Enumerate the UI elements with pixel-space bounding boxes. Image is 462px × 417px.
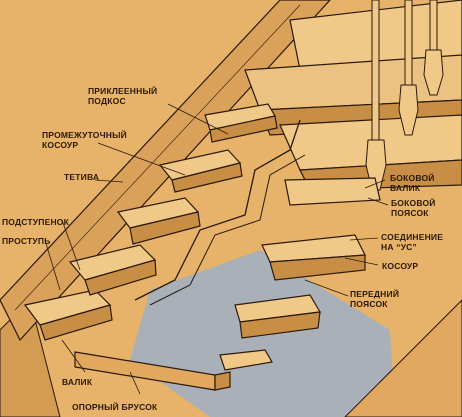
label-peredny-poyasok-line2: ПОЯСОК: [350, 299, 388, 309]
label-bokovoi-poyasok: БОКОВОЙ ПОЯСОК: [391, 198, 436, 218]
label-bokovoi-valik-line1: БОКОВОЙ: [390, 173, 435, 183]
right-kosour-steps: [219, 177, 381, 371]
label-soedinenie-na-us: СОЕДИНЕНИЕ НА “УС”: [381, 232, 443, 252]
label-soedinenie-na-us-line1: СОЕДИНЕНИЕ: [381, 232, 444, 242]
label-bokovoi-valik-line2: ВАЛИК: [390, 183, 421, 193]
label-podstupenok: ПОДСТУПЕНОК: [2, 217, 69, 227]
label-tetiva: ТЕТИВА: [64, 172, 99, 182]
label-podstupenok-text: ПОДСТУПЕНОК: [2, 217, 69, 227]
label-soedinenie-na-us-line2: НА “УС”: [381, 242, 417, 252]
label-prostup-text: ПРОСТУПЬ: [2, 236, 51, 246]
balusters: [365, 0, 444, 191]
label-oporny-brusok-text: ОПОРНЫЙ БРУСОК: [72, 402, 158, 412]
lower-steps: [23, 103, 278, 341]
label-prikleenny-podkos-line2: ПОДКОС: [88, 96, 126, 106]
label-kosour: КОСОУР: [382, 261, 418, 271]
label-peredny-poyasok-line1: ПЕРЕДНИЙ: [350, 289, 400, 299]
label-prostup: ПРОСТУПЬ: [2, 236, 51, 246]
label-prikleenny-podkos-line1: ПРИКЛЕЕННЫЙ: [88, 86, 158, 96]
label-bokovoi-poyasok-line2: ПОЯСОК: [391, 208, 429, 218]
label-valik: ВАЛИК: [62, 377, 92, 387]
support-beam: [74, 351, 231, 391]
label-bokovoi-poyasok-line1: БОКОВОЙ: [391, 198, 436, 208]
intermediate-stringer: [134, 119, 301, 301]
label-promezhutochny-kosour-line2: КОСОУР: [42, 140, 79, 150]
label-oporny-brusok: ОПОРНЫЙ БРУСОК: [72, 402, 157, 412]
label-prikleenny-podkos: ПРИКЛЕЕННЫЙ ПОДКОС: [88, 86, 157, 106]
label-promezhutochny-kosour: ПРОМЕЖУТОЧНЫЙ КОСОУР: [42, 130, 127, 150]
label-bokovoi-valik: БОКОВОЙ ВАЛИК: [390, 173, 435, 193]
label-tetiva-text: ТЕТИВА: [64, 172, 100, 182]
right-floor: [344, 299, 462, 417]
leader-lines: [44, 103, 389, 395]
label-promezhutochny-kosour-line1: ПРОМЕЖУТОЧНЫЙ: [42, 130, 127, 140]
label-valik-text: ВАЛИК: [62, 377, 93, 387]
label-kosour-text: КОСОУР: [382, 261, 419, 271]
label-peredny-poyasok: ПЕРЕДНИЙ ПОЯСОК: [350, 289, 399, 309]
